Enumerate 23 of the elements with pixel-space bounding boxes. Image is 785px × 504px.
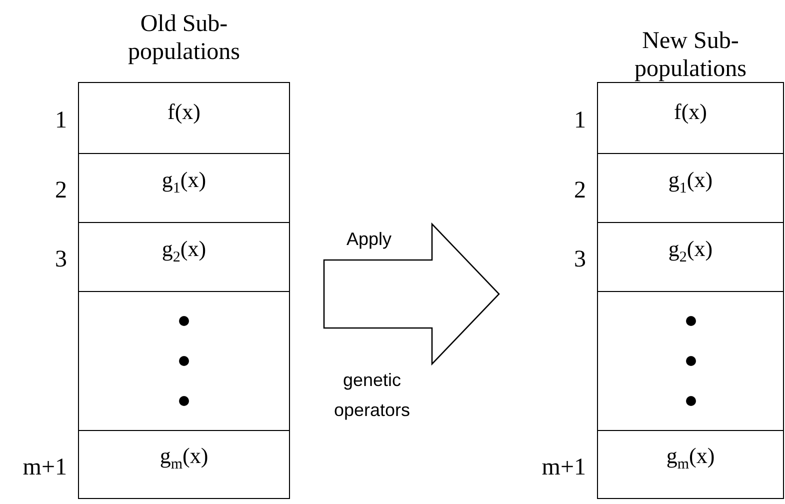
cell-function: g$_{2}$(x) (668, 236, 713, 266)
cell-function: g$_{1}$(x) (162, 166, 206, 198)
row-number: m+1 (542, 454, 586, 482)
cell-function: g$_{m}$(x) (160, 443, 208, 474)
row-number: 1 (55, 108, 67, 135)
cell-function: f(x) (168, 99, 200, 125)
cell-function: g$_{m}$(x) (666, 443, 715, 474)
row-number: m+1 (22, 454, 67, 482)
row-number: 2 (55, 178, 67, 205)
arrow-caption: genetic operators (332, 369, 412, 422)
row-number: 3 (55, 246, 67, 274)
arrow-caption: Apply (345, 228, 393, 251)
row-number: 1 (574, 108, 586, 135)
row-number: 2 (574, 178, 586, 205)
block-arrow (323, 222, 500, 366)
cell-function: g$_{2}$(x) (162, 236, 206, 266)
row-number: 3 (574, 246, 586, 274)
empty-cell (597, 291, 784, 431)
empty-cell (78, 291, 290, 431)
cell-function: f(x) (674, 99, 707, 125)
column-heading: Old Sub-populations (128, 11, 240, 65)
cell-function: g$_{1}$(x) (668, 166, 713, 198)
column-heading: New Sub-populations (634, 28, 746, 82)
